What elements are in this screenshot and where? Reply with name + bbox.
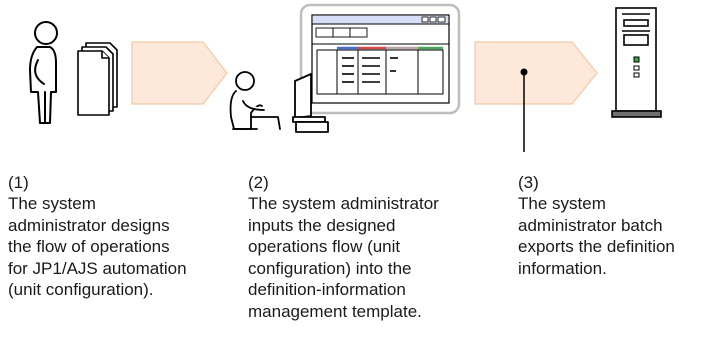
step-3-number: (3) — [518, 172, 539, 192]
documents-icon — [77, 42, 118, 116]
step-1-number: (1) — [8, 172, 29, 192]
flow-arrow-1 — [131, 41, 228, 105]
step-2-caption: (2)The system administrator inputs the d… — [248, 150, 498, 322]
step-1-caption: (1)The system administrator designs the … — [8, 150, 233, 301]
step-1-text: The system administrator designs the flo… — [8, 194, 187, 299]
template-screen-icon — [299, 3, 461, 115]
flow-arrow-2 — [474, 41, 598, 105]
step-3-caption: (3)The system administrator batch export… — [518, 150, 713, 279]
step-3-pointer — [520, 68, 528, 152]
step-2-number: (2) — [248, 172, 269, 192]
server-icon — [611, 7, 662, 118]
step-3-text: The system administrator batch exports t… — [518, 194, 675, 278]
step-2-text: The system administrator inputs the desi… — [248, 194, 439, 321]
computer-user-icon — [229, 71, 329, 133]
person-standing-icon — [29, 21, 58, 124]
